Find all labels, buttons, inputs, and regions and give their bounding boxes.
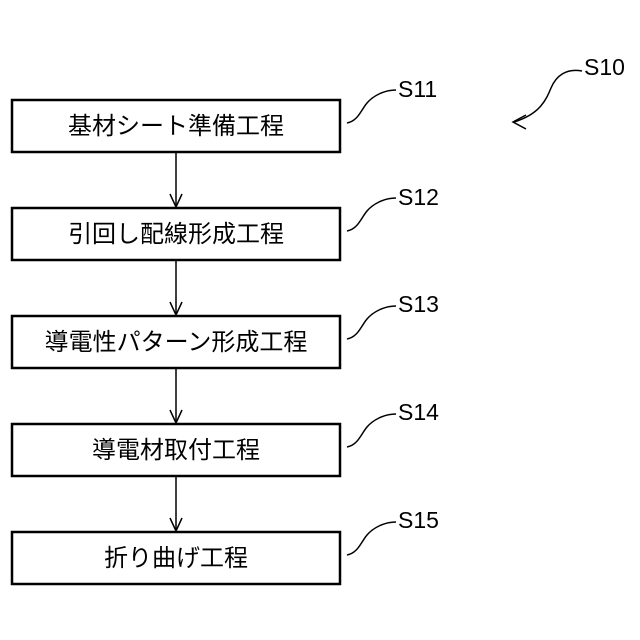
flow-arrow (170, 368, 182, 423)
step-leader-line (347, 522, 396, 555)
step-code: S14 (398, 399, 439, 425)
flow-arrow (170, 260, 182, 315)
process-leader-line (514, 70, 582, 122)
flow-arrow (170, 476, 182, 531)
step-4: 導電材取付工程 S14 (12, 399, 439, 476)
step-label: 折り曲げ工程 (104, 544, 248, 572)
step-leader-line (347, 198, 396, 231)
flow-arrow (170, 152, 182, 207)
step-label: 基材シート準備工程 (68, 112, 284, 140)
step-code: S13 (398, 291, 439, 317)
step-leader-line (347, 90, 396, 123)
process-reference: S10 (513, 54, 625, 129)
step-2: 引回し配線形成工程 S12 (12, 184, 439, 260)
step-leader-line (347, 306, 396, 339)
step-label: 導電性パターン形成工程 (45, 328, 308, 356)
step-label: 引回し配線形成工程 (68, 220, 284, 248)
step-5: 折り曲げ工程 S15 (12, 507, 439, 584)
step-1: 基材シート準備工程 S11 (12, 76, 437, 152)
process-code: S10 (584, 54, 625, 80)
step-label: 導電材取付工程 (92, 436, 260, 464)
step-3: 導電性パターン形成工程 S13 (12, 291, 439, 368)
step-code: S12 (398, 184, 439, 210)
step-code: S11 (398, 76, 437, 102)
step-code: S15 (398, 507, 439, 533)
step-leader-line (347, 414, 396, 447)
